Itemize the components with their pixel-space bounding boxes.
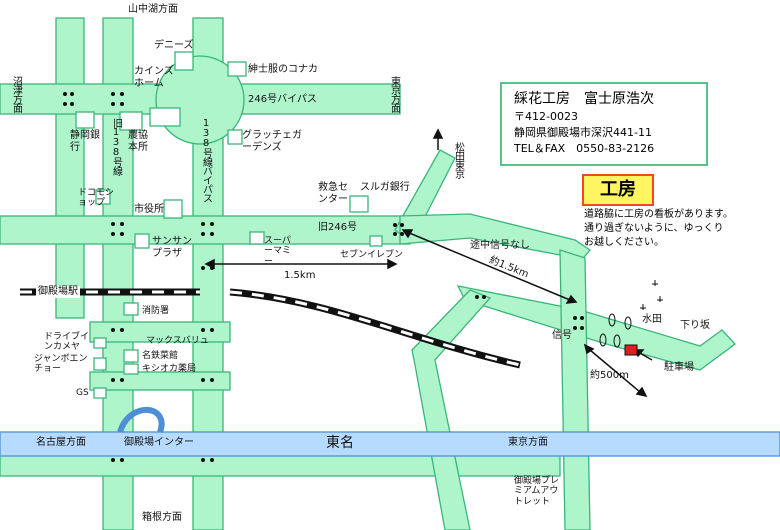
info-address: 静岡県御殿場市深沢441-11: [514, 126, 652, 139]
label-gotemba-station: 御殿場駅: [36, 286, 80, 298]
rice-field-trees: [599, 280, 663, 348]
label-shingo: 信号: [552, 330, 572, 341]
label-nagoya: 名古屋方面: [36, 437, 86, 448]
label-old-246: 旧246号: [318, 222, 358, 233]
building-kishioka: [123, 363, 139, 375]
label-kishioka: キシオカ薬局: [142, 364, 197, 374]
building-shizuoka-bank: [75, 111, 95, 129]
road-studio-vertical: [559, 249, 591, 530]
studio-note: 道路脇に工房の看板があります。 通り過ぎないように、ゆっくり お越しください。: [584, 208, 733, 250]
road-studio-loop: [456, 285, 736, 371]
label-max-valu: マックスバリュ: [146, 336, 209, 346]
label-old-138: 旧138号線: [110, 118, 122, 175]
label-gracchi: グラッチェガーデンズ: [242, 130, 302, 153]
label-tochu-shingo: 途中信号なし: [470, 240, 530, 251]
label-tomei: 東名: [326, 435, 354, 451]
road-shop-horizontal: [89, 371, 231, 391]
building-drive-camera: [93, 337, 107, 349]
building-kainzu: [149, 107, 181, 127]
building-denizu: [174, 51, 194, 71]
studio-callout: 工房: [582, 174, 654, 206]
building-docomo: [95, 189, 111, 205]
building-meitetsu: [123, 349, 139, 363]
label-docomo: ドコモショップ: [78, 188, 115, 209]
building-sunsun: [134, 233, 150, 249]
label-yamanakako: 山中湖方面: [128, 4, 178, 15]
studio-note-line-1: 道路脇に工房の看板があります。: [584, 209, 733, 220]
building-kyukyu: [349, 195, 369, 213]
label-konaka: 紳士服のコナカ: [248, 64, 318, 75]
label-hakone: 箱根方面: [142, 512, 182, 523]
label-shizuoka-bank: 静岡銀行: [70, 130, 100, 153]
label-suiden: 水田: [642, 314, 662, 325]
label-numazu: 沼津方面: [10, 76, 22, 112]
road-tomei: [0, 431, 780, 457]
label-138-bypass: 138号線バイパス: [200, 118, 212, 202]
label-suruga: スルガ銀行: [360, 182, 410, 193]
label-kudarizaka: 下り坂: [680, 320, 710, 331]
label-gotemba-ic: 御殿場インター: [124, 437, 194, 448]
road-old246: [0, 215, 411, 245]
roads: [0, 17, 736, 530]
label-jumbo: ジャンボエンチョー: [34, 354, 88, 375]
distance-arrows: [204, 128, 653, 398]
studio-marker: [624, 344, 638, 356]
label-supermammy: スーパーマミー: [264, 236, 292, 267]
road-south: [411, 289, 492, 530]
label-sunsun: サンサンプラザ: [152, 236, 192, 259]
label-tokyo-bottom: 東京方面: [508, 437, 548, 448]
building-nokyo: [119, 111, 143, 131]
label-drive-camera: ドライブインカメヤ: [44, 332, 90, 353]
info-title: 綵花工房 富士原浩次: [514, 91, 654, 107]
label-gs: GS: [76, 388, 89, 398]
info-postal: 〒412-0023: [514, 110, 578, 123]
label-kyukyu: 救急センター: [318, 182, 348, 205]
studio-note-line-2: 通り過ぎないように、ゆっくり: [584, 223, 724, 234]
arrow-1-5km-east: [406, 231, 571, 301]
label-matsuda-tokyo: 松田東京: [452, 142, 464, 178]
building-shobosho: [123, 302, 139, 316]
label-246-bypass: 246号バイパス: [248, 94, 317, 105]
building-jumbo: [93, 357, 107, 371]
building-supermammy: [249, 231, 265, 245]
building-konaka: [227, 61, 247, 77]
building-gracchi: [227, 129, 243, 145]
traffic-signals: [63, 92, 584, 462]
label-kainzu: カインズホーム: [134, 66, 174, 89]
label-tokyo-top: 東京方面: [388, 76, 400, 112]
building-gs: [93, 387, 107, 399]
label-shobosho: 消防署: [142, 306, 170, 316]
building-shiyakusho: [163, 199, 183, 219]
info-tel: TEL＆FAX 0550-83-2126: [514, 142, 655, 155]
label-yaku-500m: 約500m: [590, 370, 629, 381]
info-box: 綵花工房 富士原浩次 〒412-0023 静岡県御殿場市深沢441-11 TEL…: [500, 82, 708, 166]
label-nokyo: 農協本所: [128, 130, 148, 153]
buildings: [75, 51, 383, 399]
road-left-vertical: [55, 17, 85, 319]
road-mid-horizontal: [89, 321, 231, 343]
label-meitetsu: 名鉄菜館: [142, 351, 179, 361]
label-seven: セブンイレブン: [340, 250, 404, 260]
label-1-5km: 1.5km: [284, 270, 316, 281]
label-denizu: デニーズ: [154, 40, 194, 51]
label-shiyakusho: 市役所: [134, 204, 164, 215]
label-parking: 駐車場: [664, 362, 694, 373]
label-outlet: 御殿場プレミアムアウトレット: [514, 476, 560, 507]
building-seven: [369, 235, 383, 247]
arrow-500m: [589, 349, 641, 393]
studio-note-line-3: お越しください。: [584, 237, 664, 248]
interchange-ramp: [117, 406, 165, 434]
